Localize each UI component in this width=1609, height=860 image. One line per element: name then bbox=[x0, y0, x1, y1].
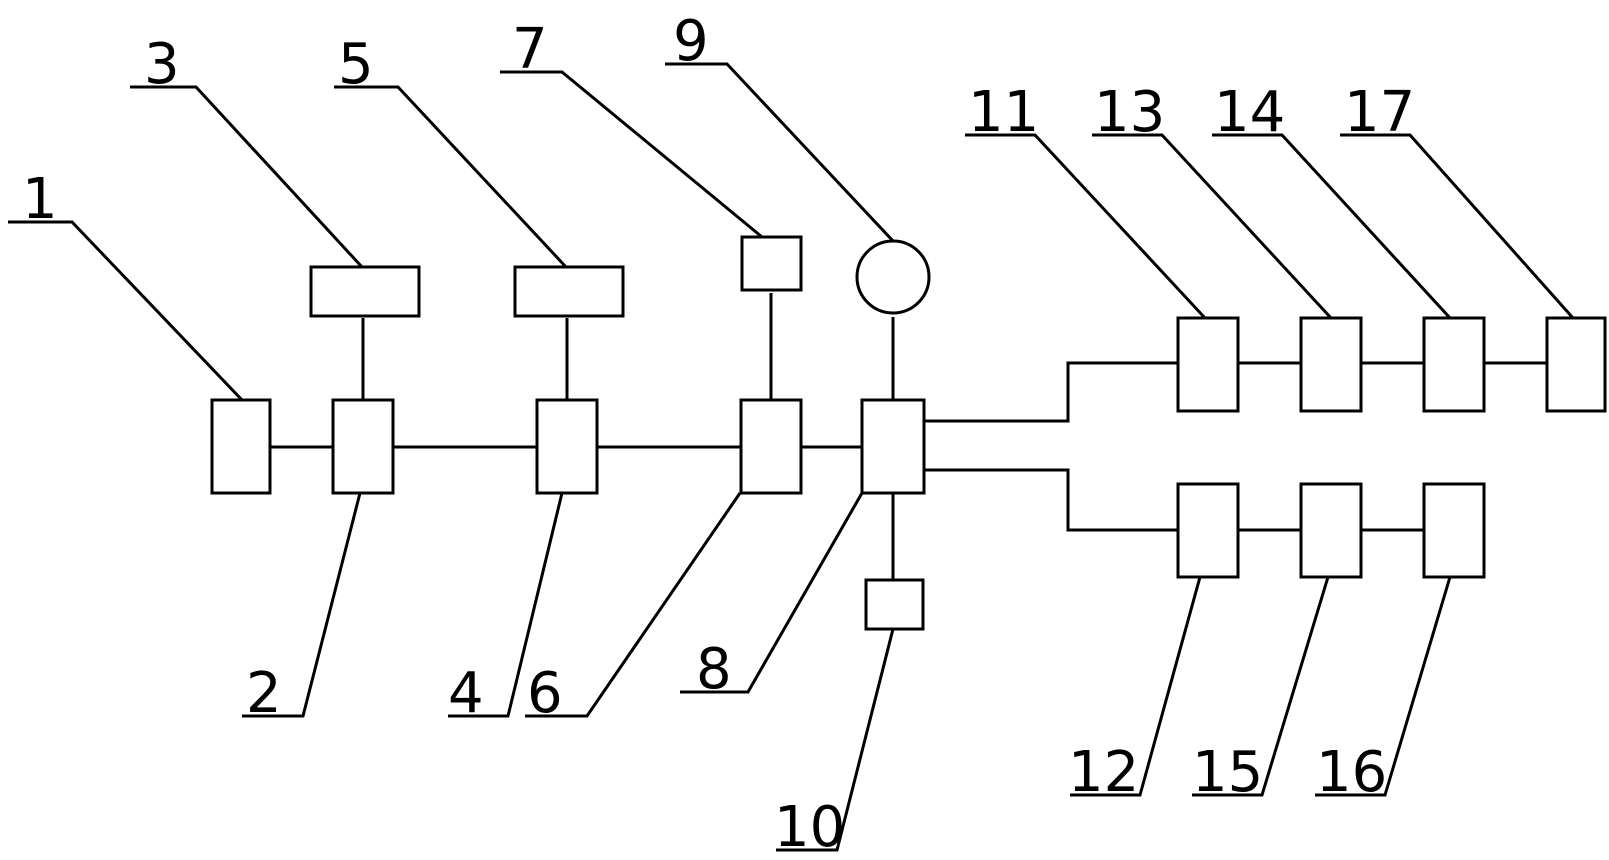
label-7: 7 bbox=[512, 17, 548, 82]
label-17: 17 bbox=[1344, 80, 1415, 145]
component-15 bbox=[1299, 482, 1363, 579]
label-5: 5 bbox=[338, 32, 374, 97]
leader-1 bbox=[8, 220, 244, 402]
leader-17 bbox=[1340, 133, 1575, 319]
leader-15 bbox=[1192, 576, 1330, 797]
component-1 bbox=[210, 398, 272, 495]
label-13: 13 bbox=[1094, 80, 1165, 145]
label-10: 10 bbox=[774, 795, 845, 860]
leader-5 bbox=[334, 85, 568, 269]
component-16 bbox=[1422, 482, 1486, 579]
leader-8 bbox=[680, 492, 864, 694]
component-7 bbox=[740, 235, 803, 292]
leader-2 bbox=[242, 492, 362, 718]
leader-13 bbox=[1092, 133, 1333, 320]
leader-7 bbox=[500, 70, 763, 239]
leader-lines bbox=[8, 62, 1575, 852]
leader-11 bbox=[965, 133, 1207, 320]
label-8: 8 bbox=[696, 637, 732, 702]
label-2: 2 bbox=[246, 661, 282, 726]
component-11 bbox=[1176, 316, 1240, 413]
leader-9 bbox=[665, 62, 895, 243]
labels: 1 2 3 4 5 6 7 8 9 10 11 12 13 14 15 16 1… bbox=[22, 9, 1415, 860]
leader-4 bbox=[448, 492, 564, 718]
component-4 bbox=[535, 398, 599, 495]
label-11: 11 bbox=[968, 80, 1039, 145]
components bbox=[210, 235, 1607, 631]
wire-8-11 bbox=[924, 361, 1178, 423]
wire-8-12 bbox=[924, 468, 1178, 532]
component-13 bbox=[1299, 316, 1363, 413]
component-12 bbox=[1176, 482, 1240, 579]
leader-3 bbox=[130, 85, 364, 269]
label-4: 4 bbox=[448, 661, 484, 726]
connections bbox=[264, 293, 1547, 580]
label-9: 9 bbox=[673, 9, 709, 74]
leader-14 bbox=[1212, 133, 1452, 320]
leader-12 bbox=[1070, 576, 1202, 797]
label-12: 12 bbox=[1068, 740, 1139, 805]
component-2 bbox=[331, 398, 395, 495]
label-14: 14 bbox=[1214, 80, 1285, 145]
label-16: 16 bbox=[1316, 740, 1387, 805]
component-10 bbox=[864, 578, 925, 631]
component-5 bbox=[513, 265, 625, 318]
label-15: 15 bbox=[1192, 740, 1263, 805]
label-1: 1 bbox=[22, 167, 58, 232]
component-8 bbox=[860, 398, 926, 495]
label-3: 3 bbox=[144, 32, 180, 97]
leader-6 bbox=[525, 492, 742, 718]
component-14 bbox=[1422, 316, 1486, 413]
component-6 bbox=[739, 398, 803, 495]
label-6: 6 bbox=[527, 661, 563, 726]
component-9 bbox=[855, 239, 931, 315]
component-3 bbox=[309, 265, 421, 318]
leader-10 bbox=[776, 628, 895, 852]
component-17 bbox=[1545, 316, 1607, 413]
leader-16 bbox=[1315, 576, 1452, 797]
